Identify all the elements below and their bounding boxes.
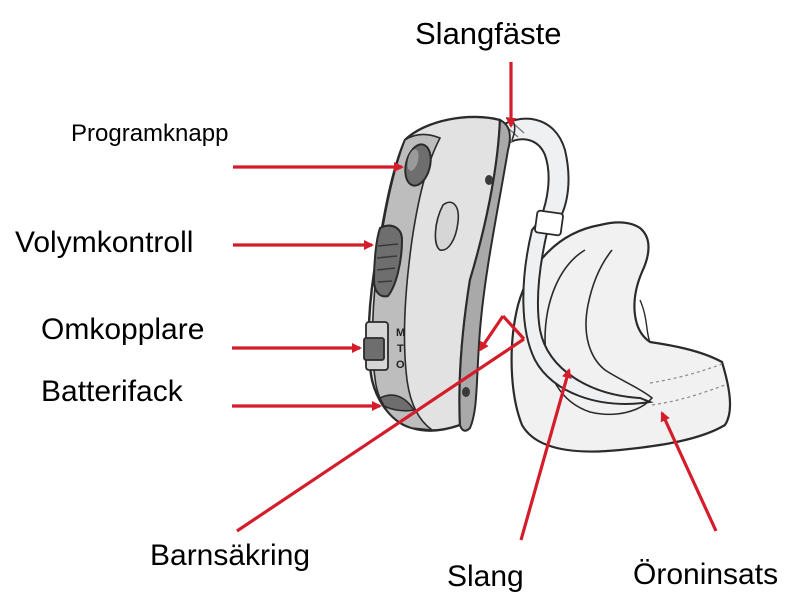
earpiece-illustration	[512, 222, 730, 451]
label-batterifack: Batterifack	[41, 377, 183, 407]
switch-letter-t: T	[397, 343, 404, 355]
hearing-aid-body	[364, 117, 515, 431]
tube-connector	[535, 210, 564, 235]
shell-dot-top	[485, 175, 493, 185]
label-barnsakring: Barnsäkring	[150, 541, 310, 571]
label-programknapp: Programknapp	[71, 122, 228, 146]
label-oroninsats: Öroninsats	[633, 560, 778, 590]
label-slangfaste: Slangfäste	[415, 18, 562, 49]
label-slang: Slang	[447, 562, 524, 592]
label-volymkontroll: Volymkontroll	[15, 228, 193, 258]
switch-letter-m: M	[396, 327, 405, 339]
switch-lever	[364, 338, 384, 360]
label-omkopplare: Omkopplare	[41, 315, 204, 345]
switch-letter-o: O	[396, 359, 405, 371]
shell-dot-bottom	[462, 387, 470, 397]
